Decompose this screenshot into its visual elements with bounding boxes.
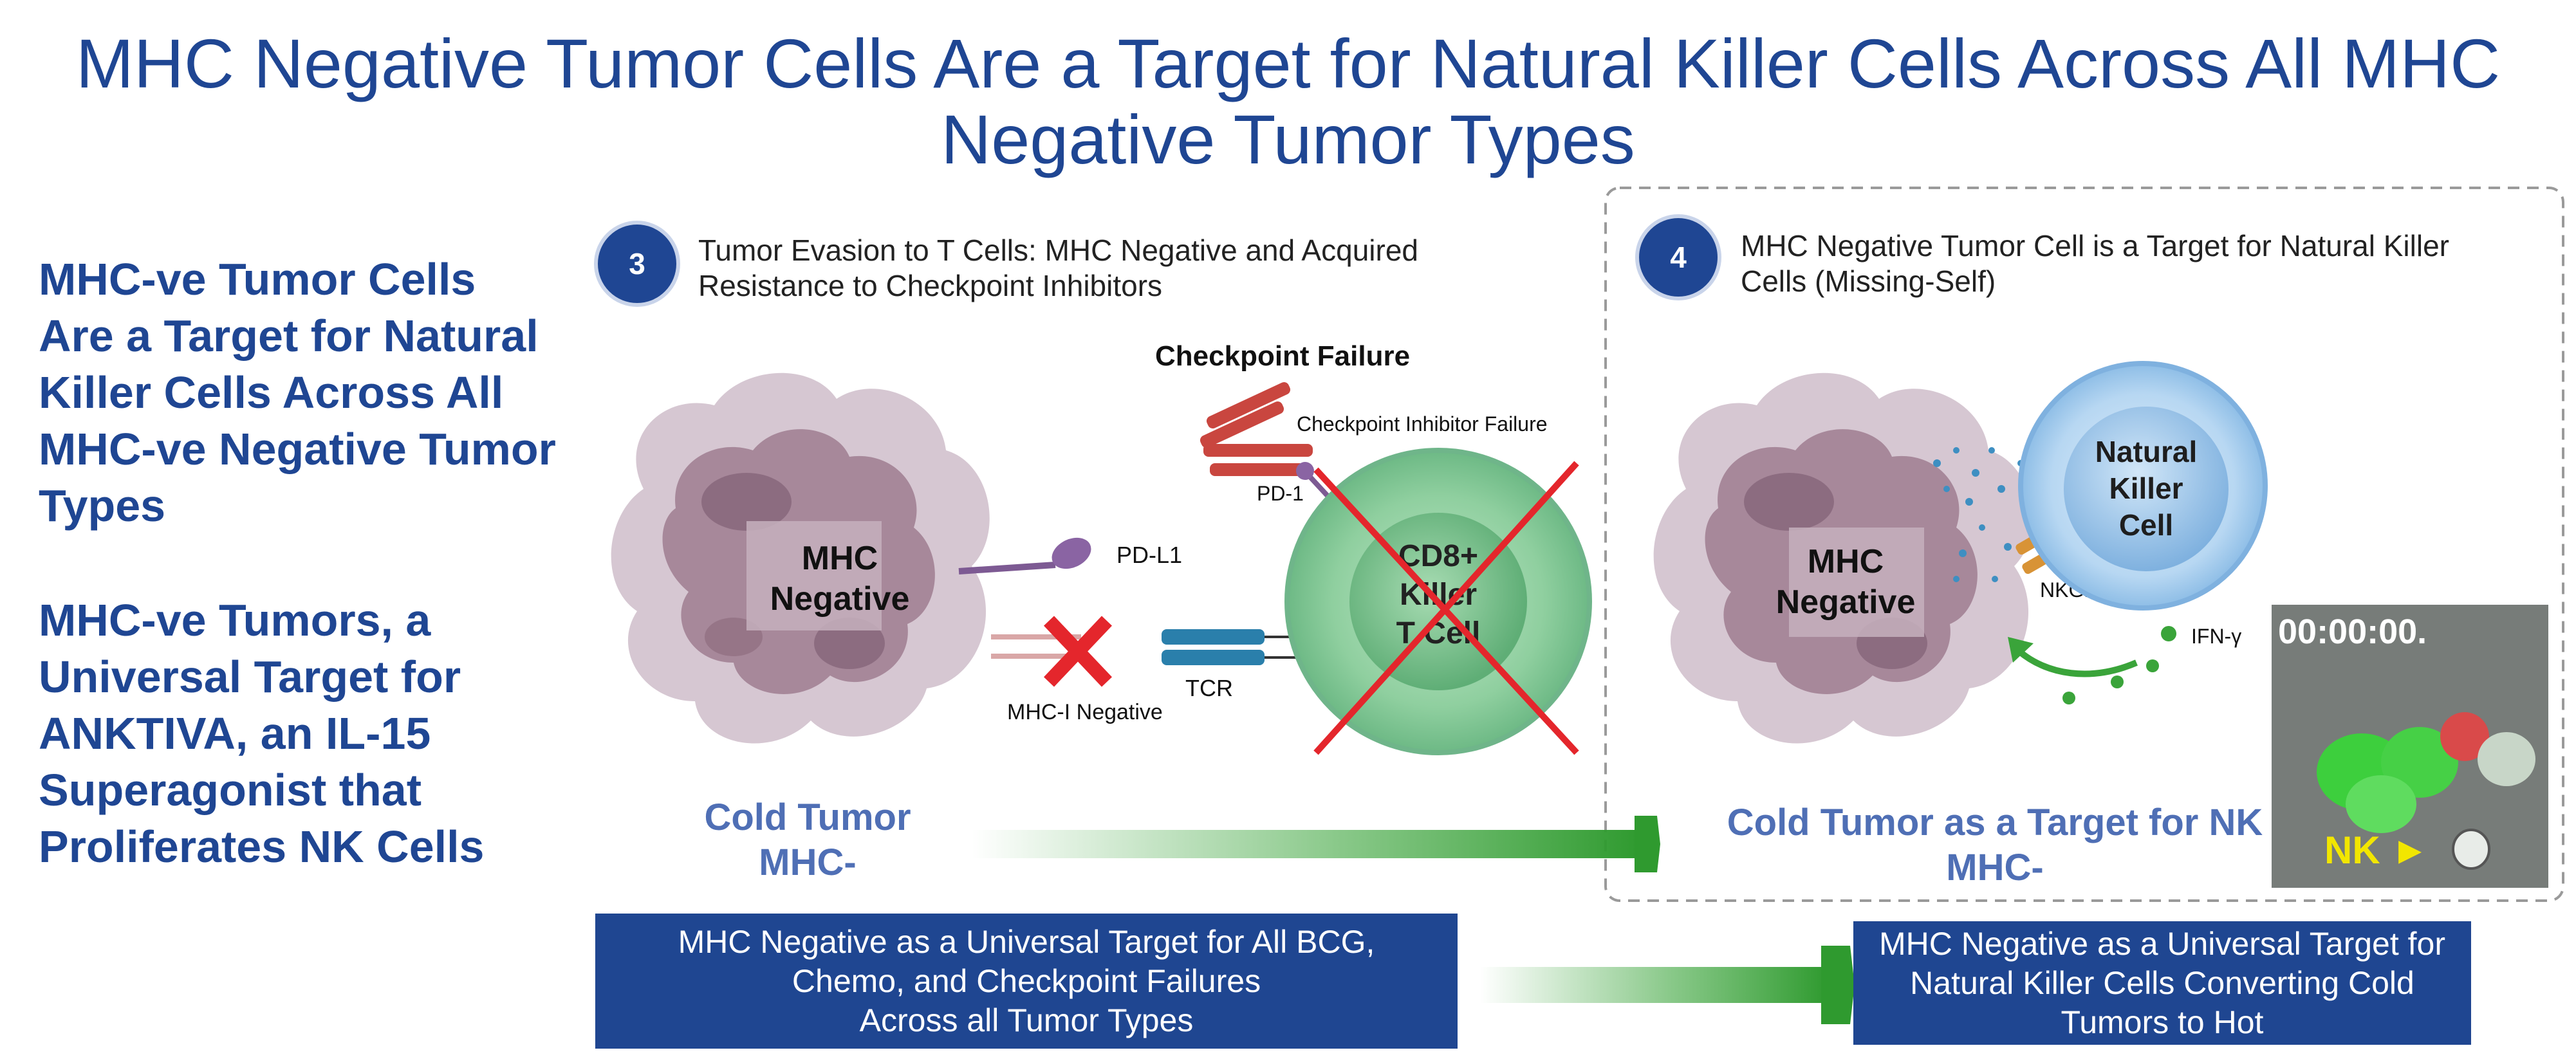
panel4-border	[1604, 187, 2564, 902]
video-timestamp: 00:00:00.	[2278, 612, 2427, 651]
bottom-box-right: MHC Negative as a Universal Target for N…	[1853, 921, 2471, 1045]
panel3-caption-line1: Cold Tumor	[704, 796, 911, 838]
nk-label-line1: Natural	[2095, 435, 2197, 468]
panel3-heading-line1: Tumor Evasion to T Cells: MHC Negative a…	[698, 234, 1418, 267]
pd1-label: PD-1	[1257, 482, 1304, 505]
pdl1-label: PD-L1	[1117, 542, 1182, 568]
checkpoint-inhibitor-failure-label: Checkpoint Inhibitor Failure	[1297, 412, 1548, 436]
pdl1-receptor	[958, 537, 1091, 574]
tumor-right-label-line2: Negative	[1776, 584, 1916, 621]
tumor-cell-left	[611, 372, 990, 744]
ifn-gamma-arrow	[2008, 626, 2176, 704]
panel4-caption-line1: Cold Tumor as a Target for NK	[1727, 802, 2263, 843]
panel4-heading-line1: MHC Negative Tumor Cell is a Target for …	[1741, 229, 2449, 262]
transition-arrow-top	[972, 816, 1660, 872]
sidebar-heading-2: MHC-ve Tumors, a Universal Target for AN…	[39, 595, 485, 872]
ifn-gamma-label: IFN-γ	[2191, 625, 2241, 648]
panel4-heading-line2: Cells (Missing-Self)	[1741, 264, 1996, 298]
step-3-number: 3	[629, 247, 645, 280]
tumor-right-label-line1: MHC	[1808, 543, 1884, 580]
mhc-i-absent	[991, 616, 1112, 687]
tcr-label: TCR	[1185, 675, 1233, 701]
checkpoint-antibody-icon	[1200, 381, 1313, 476]
video-nk-label: NK ►	[2324, 829, 2429, 872]
natural-killer-cell	[2018, 361, 2268, 611]
nk-micrograph-video	[2272, 605, 2548, 888]
bottom-box-left: MHC Negative as a Universal Target for A…	[595, 914, 1458, 1049]
checkpoint-failure-label: Checkpoint Failure	[1155, 340, 1410, 372]
tcell-cross-icon	[1313, 461, 1579, 755]
tcell-label-line1: CD8+	[1398, 539, 1478, 573]
sidebar-heading-1: MHC-ve Tumor Cells Are a Target for Natu…	[39, 254, 556, 531]
tumor-left-label-line1: MHC	[802, 540, 878, 577]
nk-label-line3: Cell	[2119, 508, 2173, 542]
nk-label-line2: Killer	[2109, 472, 2183, 505]
step-4-number: 4	[1670, 241, 1687, 274]
mhc-i-negative-label: MHC-I Negative	[1007, 700, 1163, 724]
tumor-left-label-line2: Negative	[770, 580, 910, 618]
panel4-caption-line2: MHC-	[1946, 847, 2043, 888]
panel3-heading-line2: Resistance to Checkpoint Inhibitors	[698, 269, 1162, 302]
step-3-badge	[594, 221, 680, 307]
transition-arrow-bottom	[1480, 946, 1855, 1024]
step-4-badge	[1635, 214, 1721, 300]
panel3-caption-line2: MHC-	[759, 841, 856, 883]
page-title: MHC Negative Tumor Cells Are a Target fo…	[75, 24, 2501, 178]
